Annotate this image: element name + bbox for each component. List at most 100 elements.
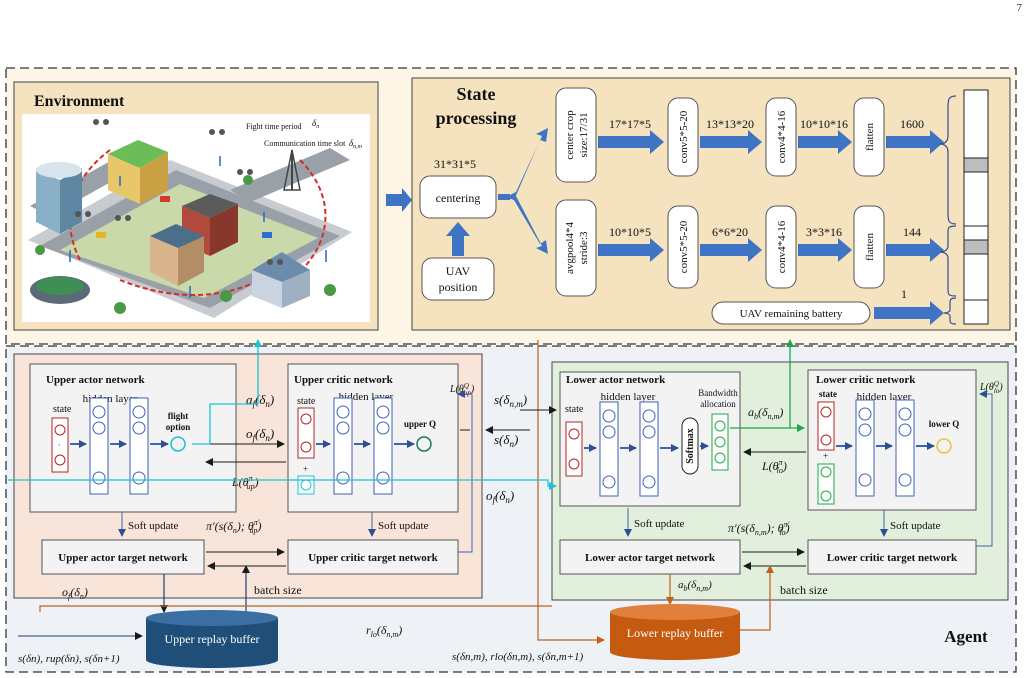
top-arrow-3	[798, 130, 852, 154]
top-flatten-box	[853, 97, 885, 177]
top-conv2-label: conv4*4-16	[776, 110, 788, 163]
bottom-arrow-2	[700, 238, 762, 262]
comm-slot-label: Communication time slot	[264, 139, 346, 148]
upper-critic-target-label: Upper critic target network	[308, 552, 438, 564]
upper-critic-title: Upper critic network	[294, 374, 394, 386]
rlo-down-line	[537, 340, 605, 644]
top-conv1-label: conv5*5-20	[678, 110, 690, 163]
uav-position-line1: UAV	[446, 264, 471, 278]
upper-actor-output-1: flight	[168, 411, 189, 421]
bottom-arrow-1	[598, 238, 664, 262]
center-crop-line2: size:17/31	[578, 112, 590, 157]
upper-tuple-label: s(δn), rup(δn), s(δn+1)	[18, 653, 120, 665]
lower-actor-hidden: hidden layer	[601, 391, 656, 403]
flight-period-label: Fight time period	[246, 122, 302, 131]
state-processing-title-1: State	[457, 84, 496, 104]
bottom-out: 144	[903, 225, 921, 239]
bottom-flatten-label: flatten	[864, 232, 876, 261]
of-center-label: of(δn)	[486, 488, 514, 505]
center-crop-line1: center crop	[564, 110, 576, 160]
upper-critic-plus: +	[303, 464, 308, 474]
ab-target-label: ab(δn,m)	[678, 579, 712, 593]
top-flatten-label: flatten	[864, 122, 876, 151]
lower-critic-target-box	[807, 539, 977, 575]
lower-actor-title: Lower actor network	[566, 374, 666, 386]
upper-actor-soft-label: Soft update	[128, 520, 179, 532]
lower-replay-buffer: Lower replay buffer	[610, 604, 740, 660]
lower-critic-plus: +	[823, 451, 828, 461]
env-to-state-arrow	[386, 188, 412, 212]
lower-critic-output: lower Q	[929, 419, 960, 429]
lower-critic-soft-label: Soft update	[890, 520, 941, 532]
of-label-upper: of(δn)	[246, 426, 274, 443]
lower-actor-target-box	[559, 539, 741, 575]
bottom-dim1: 10*10*5	[609, 225, 651, 239]
input-dim-label: 31*31*5	[434, 157, 476, 171]
lower-critic-title: Lower critic network	[816, 374, 916, 386]
top-out: 1600	[900, 117, 924, 131]
ab-label: ab(δn,m)	[748, 405, 783, 421]
bottom-dim2: 6*6*20	[712, 225, 748, 239]
top-conv2-box	[765, 97, 797, 177]
bottom-conv2-label: conv4*4-16	[776, 220, 788, 273]
svg-text:·: ·	[58, 441, 61, 450]
lower-actor-state: state	[565, 404, 584, 415]
af-label: af(δn)	[246, 392, 274, 409]
centering-box	[419, 175, 497, 219]
pi-up-label: π′(s(δn); θπ′up)	[206, 518, 262, 535]
upper-critic-layers	[297, 397, 432, 495]
lower-critic-loop	[976, 390, 993, 547]
lower-critic-target-label: Lower critic target network	[827, 552, 958, 564]
centering-label: centering	[436, 191, 481, 205]
upper-actor-target-label: Upper actor target network	[58, 552, 188, 564]
uav-position-line2: position	[439, 280, 478, 294]
pi-lo-label: π′(s(δn,m); θπ′lo)	[728, 520, 790, 537]
bottom-conv1-label: conv5*5-20	[678, 220, 690, 273]
lower-actor-soft-label: Soft update	[634, 518, 685, 530]
upper-critic-state: state	[297, 396, 316, 407]
top-arrow-4	[886, 130, 944, 154]
state-processing-title-2: processing	[436, 108, 517, 128]
lower-actor-bw-2: allocation	[700, 399, 736, 409]
battery-out: 1	[901, 287, 907, 301]
softmax-label: Softmax	[685, 428, 696, 464]
upper-actor-layers: ·	[51, 397, 186, 495]
city-illustration: Fight time period δn Communication time …	[22, 114, 370, 322]
lower-actor-target-label: Lower actor target network	[585, 552, 716, 564]
top-dim3: 10*10*16	[800, 117, 848, 131]
upper-actor-output-2: option	[166, 422, 191, 432]
bottom-conv2-box	[765, 205, 797, 289]
braces	[939, 95, 957, 325]
top-conv1-box	[667, 97, 699, 177]
battery-box	[711, 301, 871, 325]
bottom-arrow-4	[886, 238, 944, 262]
of-label-target: of(δn)	[62, 585, 88, 601]
state-vector	[963, 89, 989, 325]
environment-title: Environment	[34, 93, 125, 110]
state-vector-seg1	[963, 157, 989, 173]
upper-actor-state: state	[53, 404, 72, 415]
upper-actor-target-box	[41, 539, 205, 575]
lower-actor-layers	[565, 401, 729, 497]
rlo-orange-line	[39, 605, 552, 612]
lower-buffer-batch-line	[740, 565, 774, 631]
upper-replay-buffer: Upper replay buffer	[146, 610, 278, 668]
avgpool-box	[555, 199, 597, 297]
upper-critic-loop	[457, 390, 473, 553]
upper-actor-title: Upper actor network	[46, 374, 145, 386]
s-n-label: s(δn)	[494, 432, 518, 449]
battery-label: UAV remaining battery	[740, 308, 843, 320]
avgpool-line2: stride:3	[578, 231, 590, 264]
of-cyan-line	[8, 479, 557, 490]
agent-label: Agent	[944, 627, 988, 646]
state-processing-panel	[411, 77, 1011, 331]
lower-actor-bw-1: Bandwidth	[698, 388, 738, 398]
r-lo-label: rlo(δn,m)	[366, 623, 402, 639]
center-crop-box	[555, 87, 597, 183]
uav-to-centering-arrow	[446, 222, 470, 256]
upper-batch-label: batch size	[254, 583, 302, 597]
af-to-env-line	[192, 339, 262, 445]
